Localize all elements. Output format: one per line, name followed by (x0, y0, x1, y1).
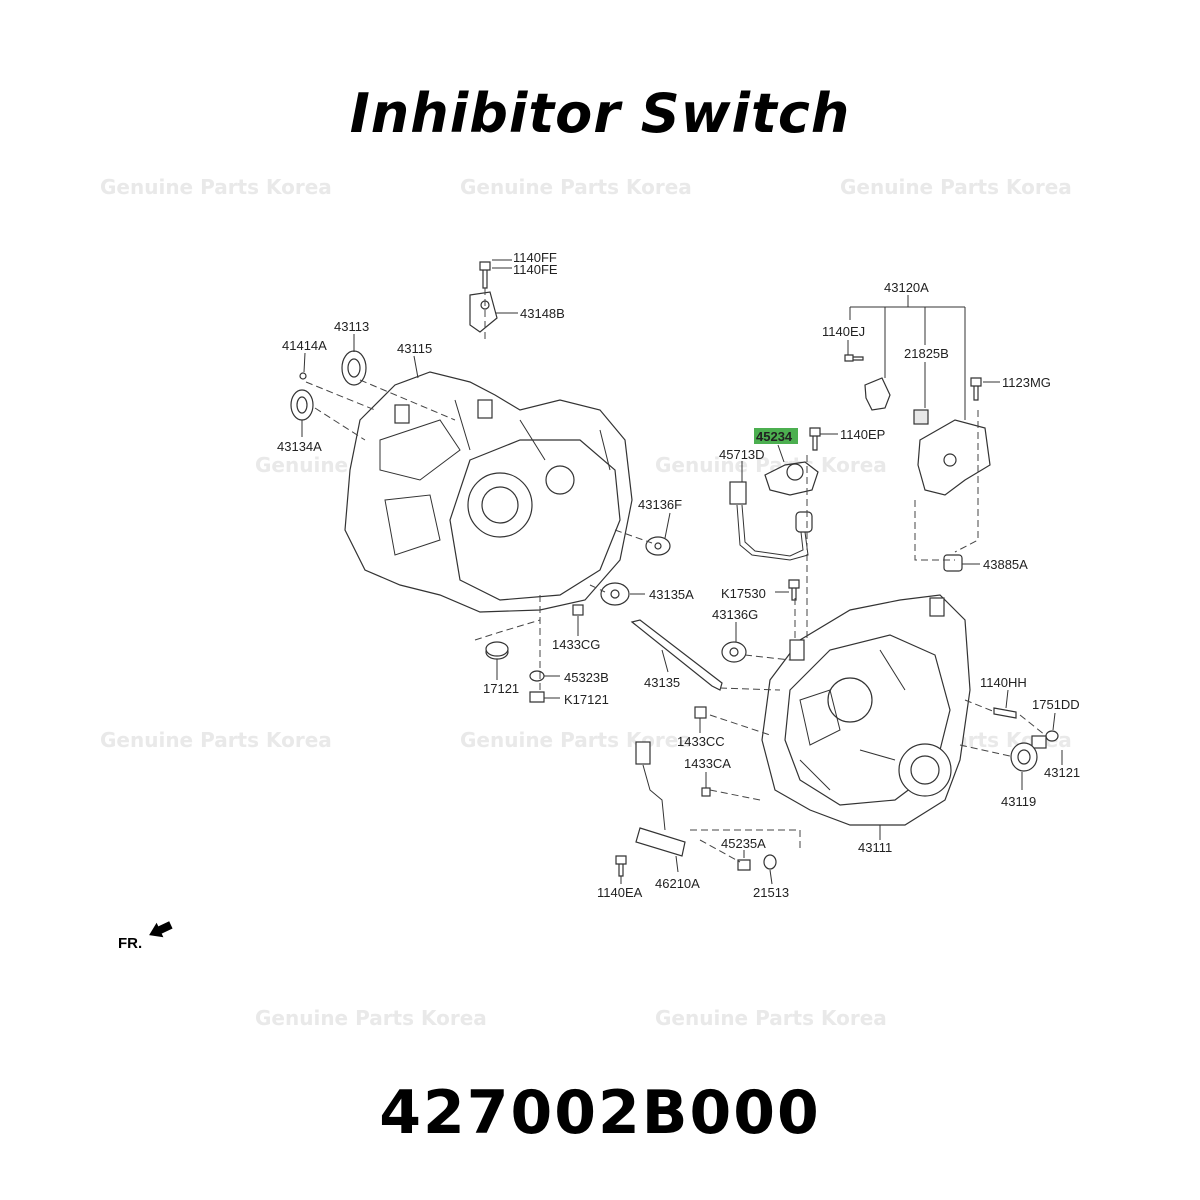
transmission-housing-left (344, 371, 633, 613)
watermark: Genuine Parts Korea (100, 175, 332, 199)
label-43111: 43111 (858, 840, 892, 855)
label-1433ca: 1433CA (684, 756, 731, 771)
label-43148b: 43148B (520, 306, 565, 321)
label-21513: 21513 (753, 885, 789, 900)
label-43115: 43115 (397, 341, 432, 356)
label-43121: 43121 (1044, 765, 1080, 780)
label-1751dd: 1751DD (1032, 697, 1080, 712)
watermark: Genuine Parts Korea (460, 728, 692, 752)
label-43134a: 43134A (277, 439, 322, 454)
label-43119: 43119 (1001, 794, 1036, 809)
part-number: 427002B000 (379, 1078, 821, 1148)
label-43885a: 43885A (983, 557, 1028, 572)
label-1140ep: 1140EP (840, 427, 885, 442)
label-17121: 17121 (483, 681, 519, 696)
watermark: Genuine Parts Korea (840, 175, 1072, 199)
label-41414a: 41414A (282, 338, 327, 353)
label-45235a: 45235A (721, 836, 766, 851)
watermark: Genuine Parts Korea (255, 1006, 487, 1030)
label-1140ff: 1140FF (513, 250, 557, 265)
watermark: Genuine Parts Korea (460, 175, 692, 199)
label-43135a: 43135A (649, 587, 694, 602)
label-1433cg: 1433CG (552, 637, 600, 652)
label-1140fe: 1140FE (513, 262, 558, 277)
label-45713d: 45713D (719, 447, 765, 462)
front-arrow-icon (149, 921, 173, 938)
label-43120a: 43120A (884, 280, 929, 295)
label-1123mg: 1123MG (1002, 375, 1051, 390)
highlight-box (754, 428, 798, 444)
watermark: Genuine Parts Korea (100, 728, 332, 752)
label-1433cc: 1433CC (677, 734, 725, 749)
label-45323b: 45323B (564, 670, 609, 685)
label-k17530: K17530 (721, 586, 766, 601)
label-46210a: 46210A (655, 876, 700, 891)
inhibitor-switch (729, 461, 819, 561)
front-indicator-label: FR. (118, 935, 143, 952)
label-45234: 45234 (756, 429, 793, 444)
label-1140ej: 1140EJ (822, 324, 865, 339)
label-43136g: 43136G (712, 607, 758, 622)
label-43113: 43113 (334, 319, 369, 334)
label-k17121: K17121 (564, 692, 609, 707)
transmission-housing-right (761, 594, 971, 826)
watermark: Genuine Parts Korea (655, 1006, 887, 1030)
label-21825b: 21825B (904, 346, 949, 361)
label-43135: 43135 (644, 675, 680, 690)
page-title: Inhibitor Switch (349, 82, 851, 145)
part-labels: 1140FF 1140FE 43148B 43113 41414A 43115 … (277, 250, 1080, 900)
label-43136f: 43136F (638, 497, 682, 512)
label-1140ea: 1140EA (597, 885, 643, 900)
bracket-43120A (864, 377, 991, 496)
leader-lines (301, 259, 1063, 885)
label-1140hh: 1140HH (980, 675, 1027, 690)
